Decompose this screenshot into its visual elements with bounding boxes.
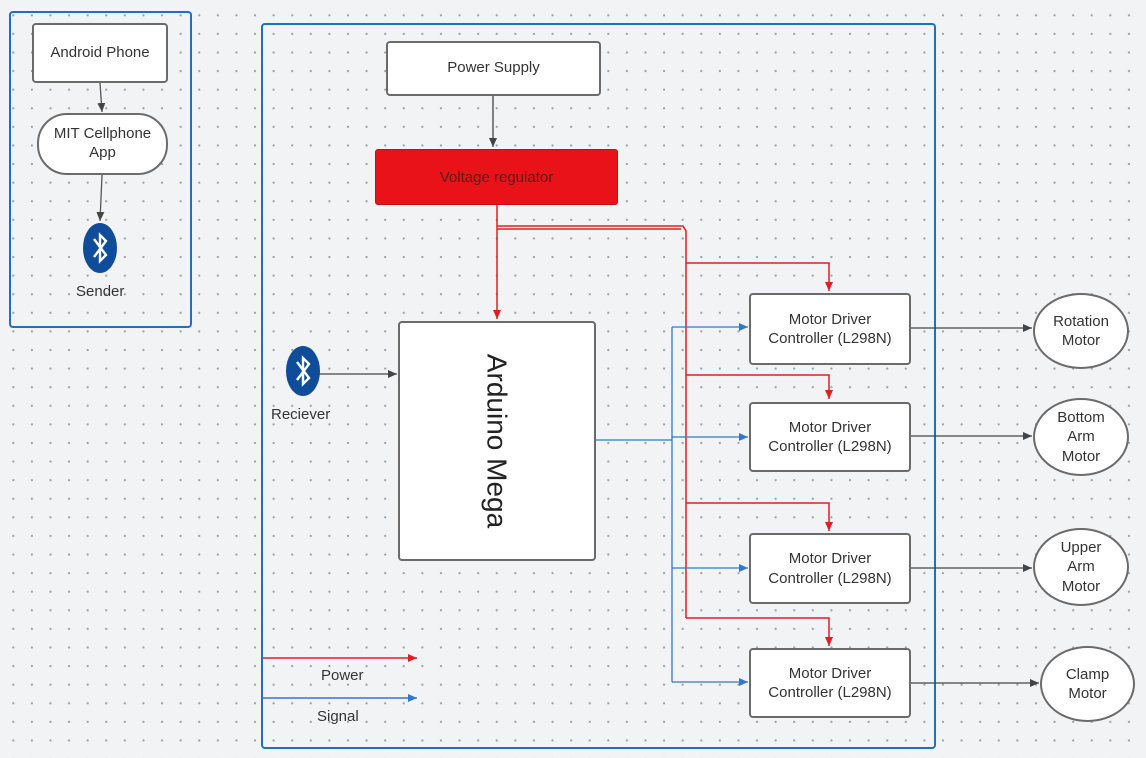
power-to-driver-4	[686, 617, 833, 646]
voltage-regulator-box: Voltage regulator	[375, 149, 618, 205]
upper-arm-motor: Upper Arm Motor	[1033, 528, 1129, 606]
sender-label: Sender	[76, 283, 125, 300]
rotation-motor: Rotation Motor	[1033, 293, 1129, 369]
legend-signal-label: Signal	[317, 708, 359, 725]
motor-driver-box: Motor Driver Controller (L298N)	[749, 402, 911, 472]
receiver-label: Reciever	[271, 406, 331, 423]
power-to-driver-3	[686, 502, 833, 531]
arduino-mega-box: Arduino Mega	[398, 321, 596, 561]
power-to-driver-1	[686, 262, 833, 291]
bottom-arm-motor: Bottom Arm Motor	[1033, 398, 1129, 476]
motor-driver-box: Motor Driver Controller (L298N)	[749, 648, 911, 718]
power-to-driver-2	[686, 374, 833, 399]
legend-power-label: Power	[321, 667, 364, 684]
arrow-app-to-bluetooth	[96, 174, 105, 222]
power-supply-box: Power Supply	[386, 41, 601, 96]
arrow-phone-to-app	[97, 82, 106, 113]
robot-system-frame	[261, 23, 936, 749]
bluetooth-icon	[286, 346, 320, 396]
mit-cellphone-app-box: MIT Cellphone App	[37, 113, 168, 175]
motor-driver-box: Motor Driver Controller (L298N)	[749, 293, 911, 365]
arduino-mega-label: Arduino Mega	[481, 353, 513, 529]
sender-frame	[9, 11, 192, 328]
motor-driver-box: Motor Driver Controller (L298N)	[749, 533, 911, 604]
power-bus	[497, 225, 687, 618]
android-phone-box: Android Phone	[32, 23, 168, 83]
bluetooth-icon	[83, 223, 117, 273]
clamp-motor: Clamp Motor	[1040, 646, 1135, 722]
